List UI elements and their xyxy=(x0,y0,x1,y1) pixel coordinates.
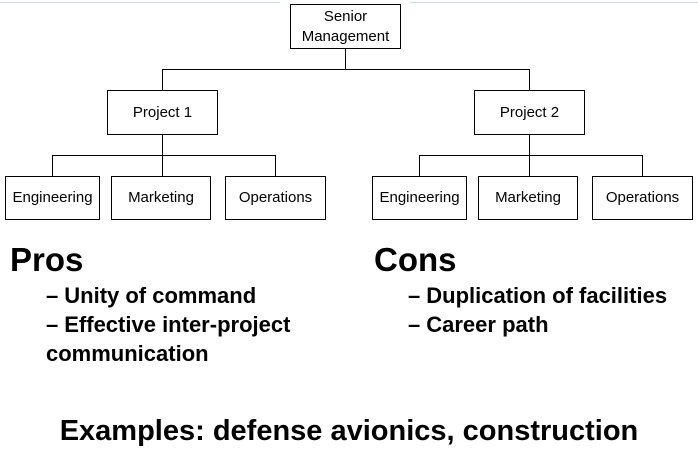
cons-item-1: –Duplication of facilities xyxy=(408,281,667,310)
node-project-2: Project 2 xyxy=(474,90,585,135)
cons-item-2: –Career path xyxy=(408,310,549,339)
node-label: Marketing xyxy=(128,189,194,206)
node-p1-engineering: Engineering xyxy=(5,176,100,220)
cons-item-text: Duplication of facilities xyxy=(426,283,668,308)
node-label: Project 1 xyxy=(132,103,193,121)
connector-project1-up xyxy=(162,69,163,90)
connector-root-down xyxy=(345,48,346,69)
connector-p1-operations xyxy=(275,155,276,176)
connector-project1-departments xyxy=(52,155,276,156)
node-p2-marketing: Marketing xyxy=(478,176,578,220)
node-label: Marketing xyxy=(495,189,561,206)
examples-line: Examples: defense avionics, construction xyxy=(59,415,639,447)
decorative-line-left xyxy=(0,2,280,3)
pros-item-text: Effective inter-project xyxy=(64,312,291,337)
node-project-1: Project 1 xyxy=(107,90,218,135)
node-label: Project 2 xyxy=(499,103,560,121)
dash-glyph: – xyxy=(46,283,59,308)
node-p1-operations: Operations xyxy=(225,176,326,220)
node-label: Operations xyxy=(605,189,680,206)
pros-item-2-continuation: communication xyxy=(46,341,209,366)
connector-projects-horizontal xyxy=(162,69,530,70)
node-p1-marketing: Marketing xyxy=(111,176,211,220)
pros-item-2: –Effective inter-project xyxy=(46,310,290,339)
node-p2-operations: Operations xyxy=(592,176,693,220)
connector-project2-up xyxy=(529,69,530,90)
node-label: Senior Management xyxy=(301,7,390,45)
pros-item-1: –Unity of command xyxy=(46,281,256,310)
pros-item-text: Unity of command xyxy=(64,283,257,308)
node-label: Operations xyxy=(238,189,313,206)
cons-item-text: Career path xyxy=(426,312,549,337)
node-label: Engineering xyxy=(379,189,460,206)
connector-p1-engineering xyxy=(52,155,53,176)
node-p2-engineering: Engineering xyxy=(372,176,467,220)
node-label: Engineering xyxy=(12,189,93,206)
dash-glyph: – xyxy=(408,312,421,337)
connector-p2-operations xyxy=(642,155,643,176)
dash-glyph: – xyxy=(408,283,421,308)
node-senior-management: Senior Management xyxy=(290,4,401,49)
cons-heading: Cons xyxy=(374,241,457,278)
pros-heading: Pros xyxy=(10,241,84,278)
decorative-line-right xyxy=(410,2,698,3)
connector-p2-engineering xyxy=(419,155,420,176)
dash-glyph: – xyxy=(46,312,59,337)
connector-project2-departments xyxy=(419,155,643,156)
